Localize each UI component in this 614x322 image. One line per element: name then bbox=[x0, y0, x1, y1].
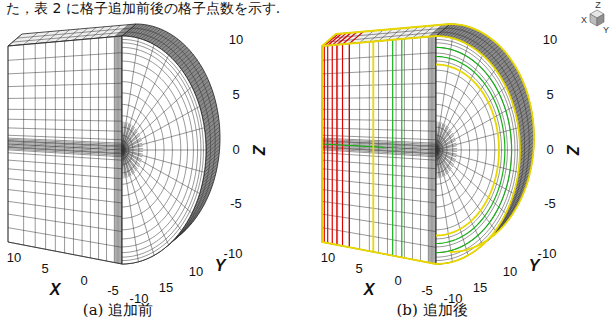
axis-letter: Y bbox=[529, 257, 540, 275]
side-face-grid bbox=[322, 36, 436, 264]
z-tick: 10 bbox=[229, 33, 243, 48]
z-tick: -5 bbox=[544, 197, 556, 212]
y-tick: 10 bbox=[189, 265, 203, 280]
z-tick: -5 bbox=[230, 197, 242, 212]
x-tick: 10 bbox=[7, 251, 21, 266]
z-tick: -10 bbox=[224, 247, 243, 262]
panel-caption: (a) 追加前 bbox=[83, 302, 153, 319]
z-tick: 5 bbox=[232, 88, 239, 103]
panel-caption: (b) 追加後 bbox=[396, 302, 467, 319]
outer-surface-grid bbox=[122, 24, 220, 264]
cube-axis-letter: Y bbox=[603, 25, 609, 35]
cube-axis-letter: Z bbox=[595, 0, 601, 10]
side-face-grid bbox=[8, 36, 122, 264]
axis-letter: Z bbox=[563, 145, 581, 155]
axis-letter: X bbox=[50, 281, 61, 299]
y-tick: 15 bbox=[159, 281, 173, 296]
x-tick: -5 bbox=[107, 284, 119, 299]
disc-face-grid bbox=[436, 36, 520, 264]
cube-left bbox=[590, 14, 597, 26]
body-text: た，表 2 に格子追加前後の格子点数を示す. bbox=[6, 0, 280, 16]
disc-face bbox=[436, 36, 520, 264]
z-tick: 10 bbox=[543, 33, 557, 48]
added-grid-line bbox=[324, 32, 363, 248]
y-tick: 10 bbox=[503, 265, 517, 280]
cube-axis-letter: X bbox=[581, 15, 587, 25]
disc-face-grid bbox=[122, 36, 206, 264]
disc-face bbox=[122, 36, 206, 264]
side-face bbox=[322, 36, 436, 264]
z-tick: 5 bbox=[546, 88, 553, 103]
x-tick: 5 bbox=[355, 262, 362, 277]
added-grid-line bbox=[322, 39, 512, 257]
added-grid-line bbox=[322, 24, 534, 264]
z-tick: -10 bbox=[538, 247, 557, 262]
x-tick: 0 bbox=[394, 274, 401, 289]
outer-surface bbox=[122, 24, 220, 264]
y-tick: 15 bbox=[473, 281, 487, 296]
axis-letter: X bbox=[364, 281, 375, 299]
axis-letter: Z bbox=[249, 145, 267, 155]
cube-right bbox=[597, 14, 604, 26]
z-tick: 0 bbox=[546, 143, 553, 158]
side-face bbox=[8, 36, 122, 264]
axis-letter: Y bbox=[215, 257, 226, 275]
z-tick: 0 bbox=[232, 143, 239, 158]
x-tick: 5 bbox=[41, 262, 48, 277]
x-tick: 10 bbox=[321, 251, 335, 266]
x-tick: 0 bbox=[80, 274, 87, 289]
x-tick: -5 bbox=[421, 284, 433, 299]
